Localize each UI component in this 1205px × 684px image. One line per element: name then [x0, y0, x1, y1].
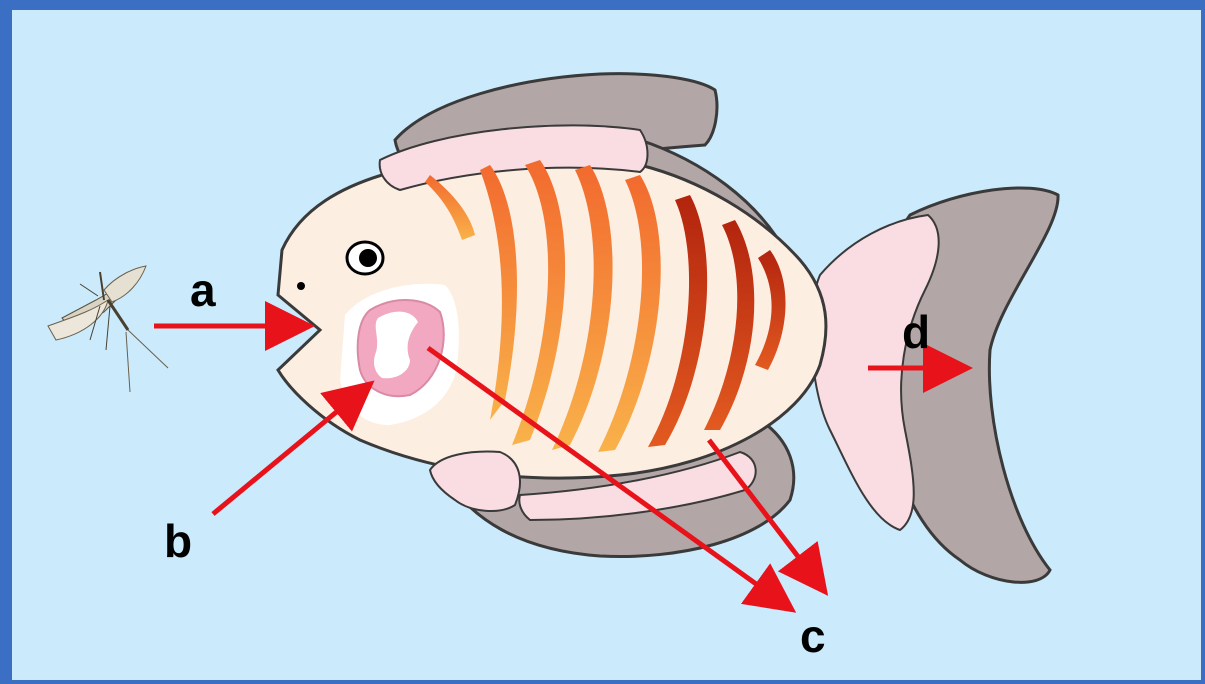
- mayfly-icon: [48, 266, 168, 392]
- label-b: b: [164, 515, 192, 567]
- label-a: a: [190, 264, 216, 316]
- fish-illustration: [278, 74, 1058, 583]
- arrow-b: [213, 390, 363, 514]
- label-c: c: [800, 610, 826, 662]
- label-d: d: [902, 306, 930, 358]
